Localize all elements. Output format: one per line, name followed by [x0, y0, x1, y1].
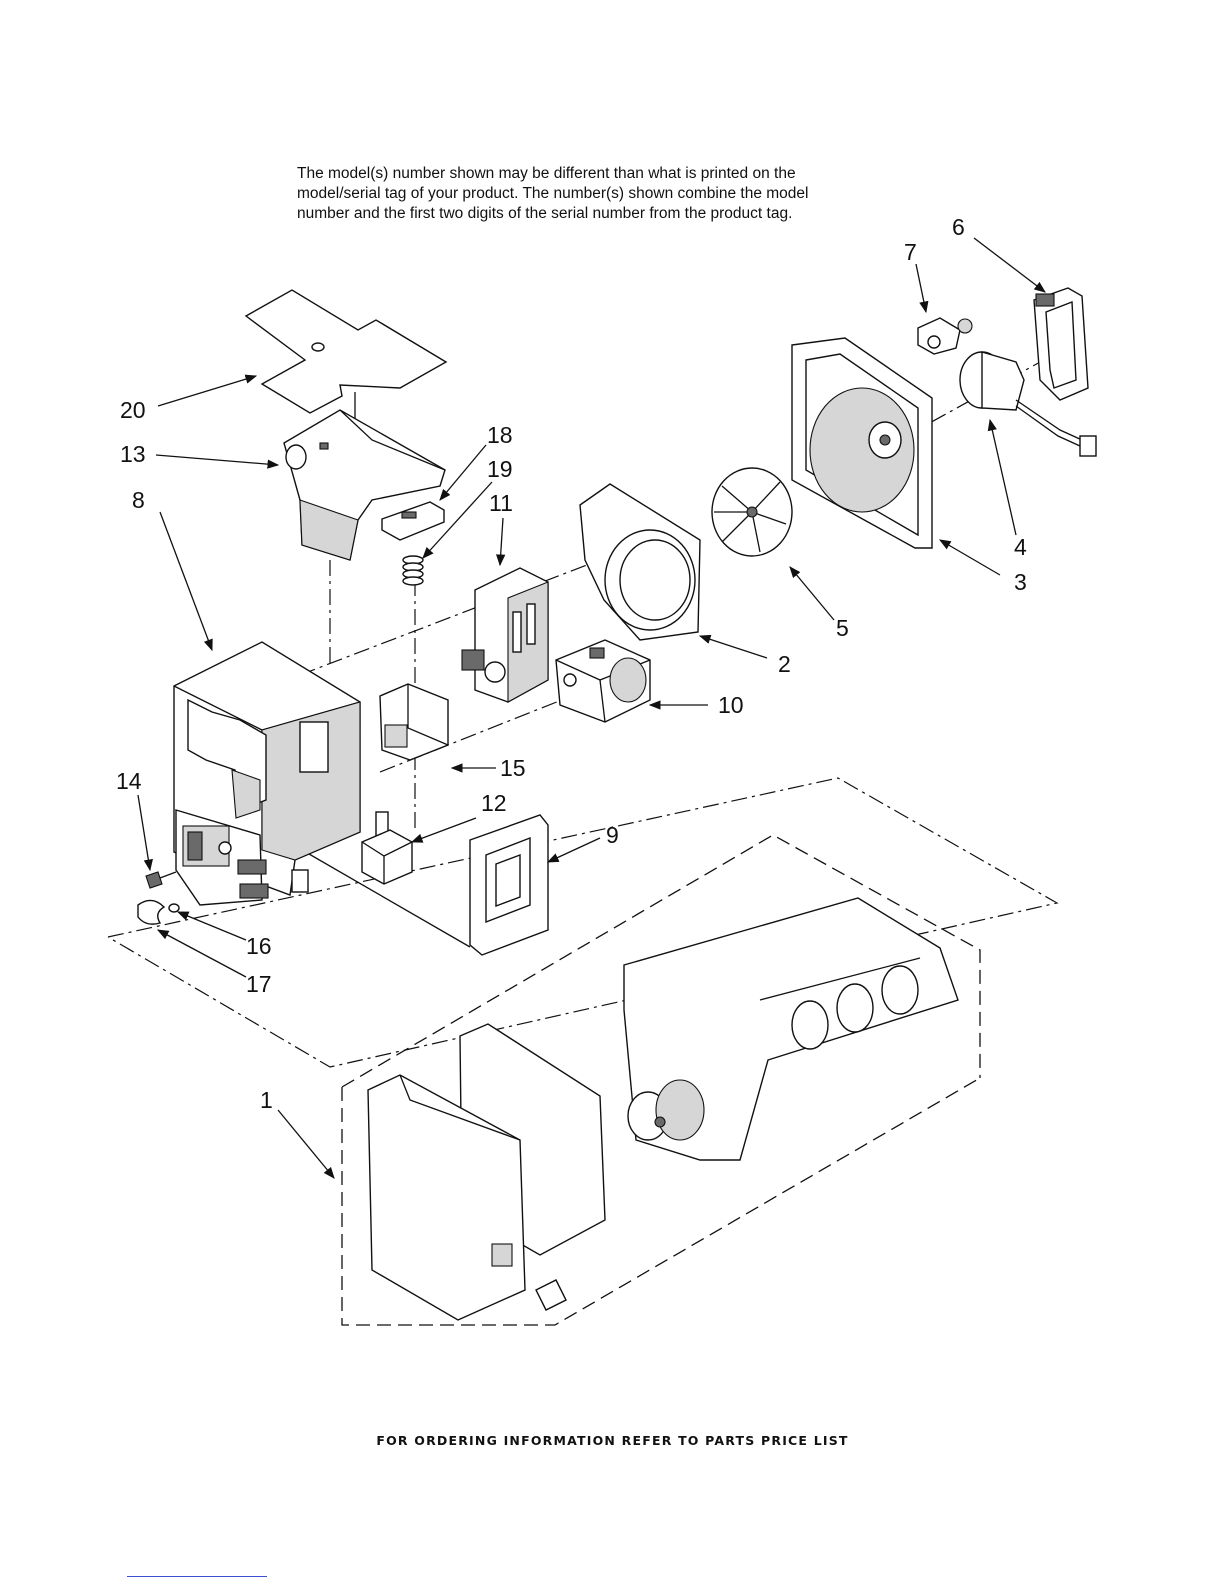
ordering-information-footer: FOR ORDERING INFORMATION REFER TO PARTS … — [376, 1433, 849, 1448]
callout-1: 1 — [260, 1087, 273, 1113]
part-12-solenoid — [361, 811, 413, 885]
part-18-lever — [381, 501, 445, 541]
callout-13: 13 — [120, 441, 146, 467]
callout-17: 17 — [246, 971, 272, 997]
part-19-spring — [402, 555, 424, 586]
callout-16: 16 — [246, 933, 272, 959]
callout-leaders — [137, 237, 1046, 1179]
callout-14: 14 — [116, 768, 142, 794]
model-number-note: The model(s) number shown may be differe… — [297, 164, 937, 224]
part-5-fan-blade — [711, 467, 793, 557]
note-line-3: number and the first two digits of the s… — [297, 205, 793, 222]
callout-4: 4 — [1014, 534, 1027, 560]
part-7-bracket — [917, 317, 973, 355]
callout-15: 15 — [500, 755, 526, 781]
callout-3: 3 — [1014, 569, 1027, 595]
part-13-chute — [283, 409, 446, 561]
part-11-door-housing — [461, 567, 549, 703]
part-6-mount — [1033, 287, 1089, 401]
callout-7: 7 — [904, 239, 917, 265]
callout-19: 19 — [487, 456, 513, 482]
part-4-fan-motor — [959, 351, 1097, 457]
note-line-1: The model(s) number shown may be differe… — [297, 165, 796, 182]
callout-18: 18 — [487, 422, 513, 448]
part-8-housing — [173, 641, 361, 906]
note-line-2: model/serial tag of your product. The nu… — [297, 185, 809, 202]
callout-6: 6 — [952, 214, 965, 240]
part-10-motor — [555, 639, 651, 723]
assembly-outline-upper — [107, 777, 1059, 1068]
callout-11: 11 — [489, 490, 513, 516]
callout-8: 8 — [132, 487, 145, 513]
part-9-gasket — [469, 814, 549, 956]
callout-20: 20 — [120, 397, 146, 423]
part-14-screw — [145, 871, 177, 889]
page-link-underline[interactable] — [127, 1576, 267, 1577]
callout-12: 12 — [481, 790, 507, 816]
part-3-fan-housing — [791, 337, 933, 549]
part-16-washer — [168, 903, 180, 913]
callout-numbers: 20 13 8 18 19 11 2 10 15 12 9 14 16 17 1… — [116, 214, 1027, 1113]
part-2-shroud — [579, 483, 701, 641]
assembly-outline-ice-maker — [341, 834, 981, 1326]
callout-5: 5 — [836, 615, 849, 641]
part-1-ice-maker — [367, 897, 959, 1321]
callout-9: 9 — [606, 822, 619, 848]
callout-10: 10 — [718, 692, 744, 718]
part-15-bracket — [379, 683, 449, 761]
callout-2: 2 — [778, 651, 791, 677]
part-17-clip — [137, 899, 166, 925]
